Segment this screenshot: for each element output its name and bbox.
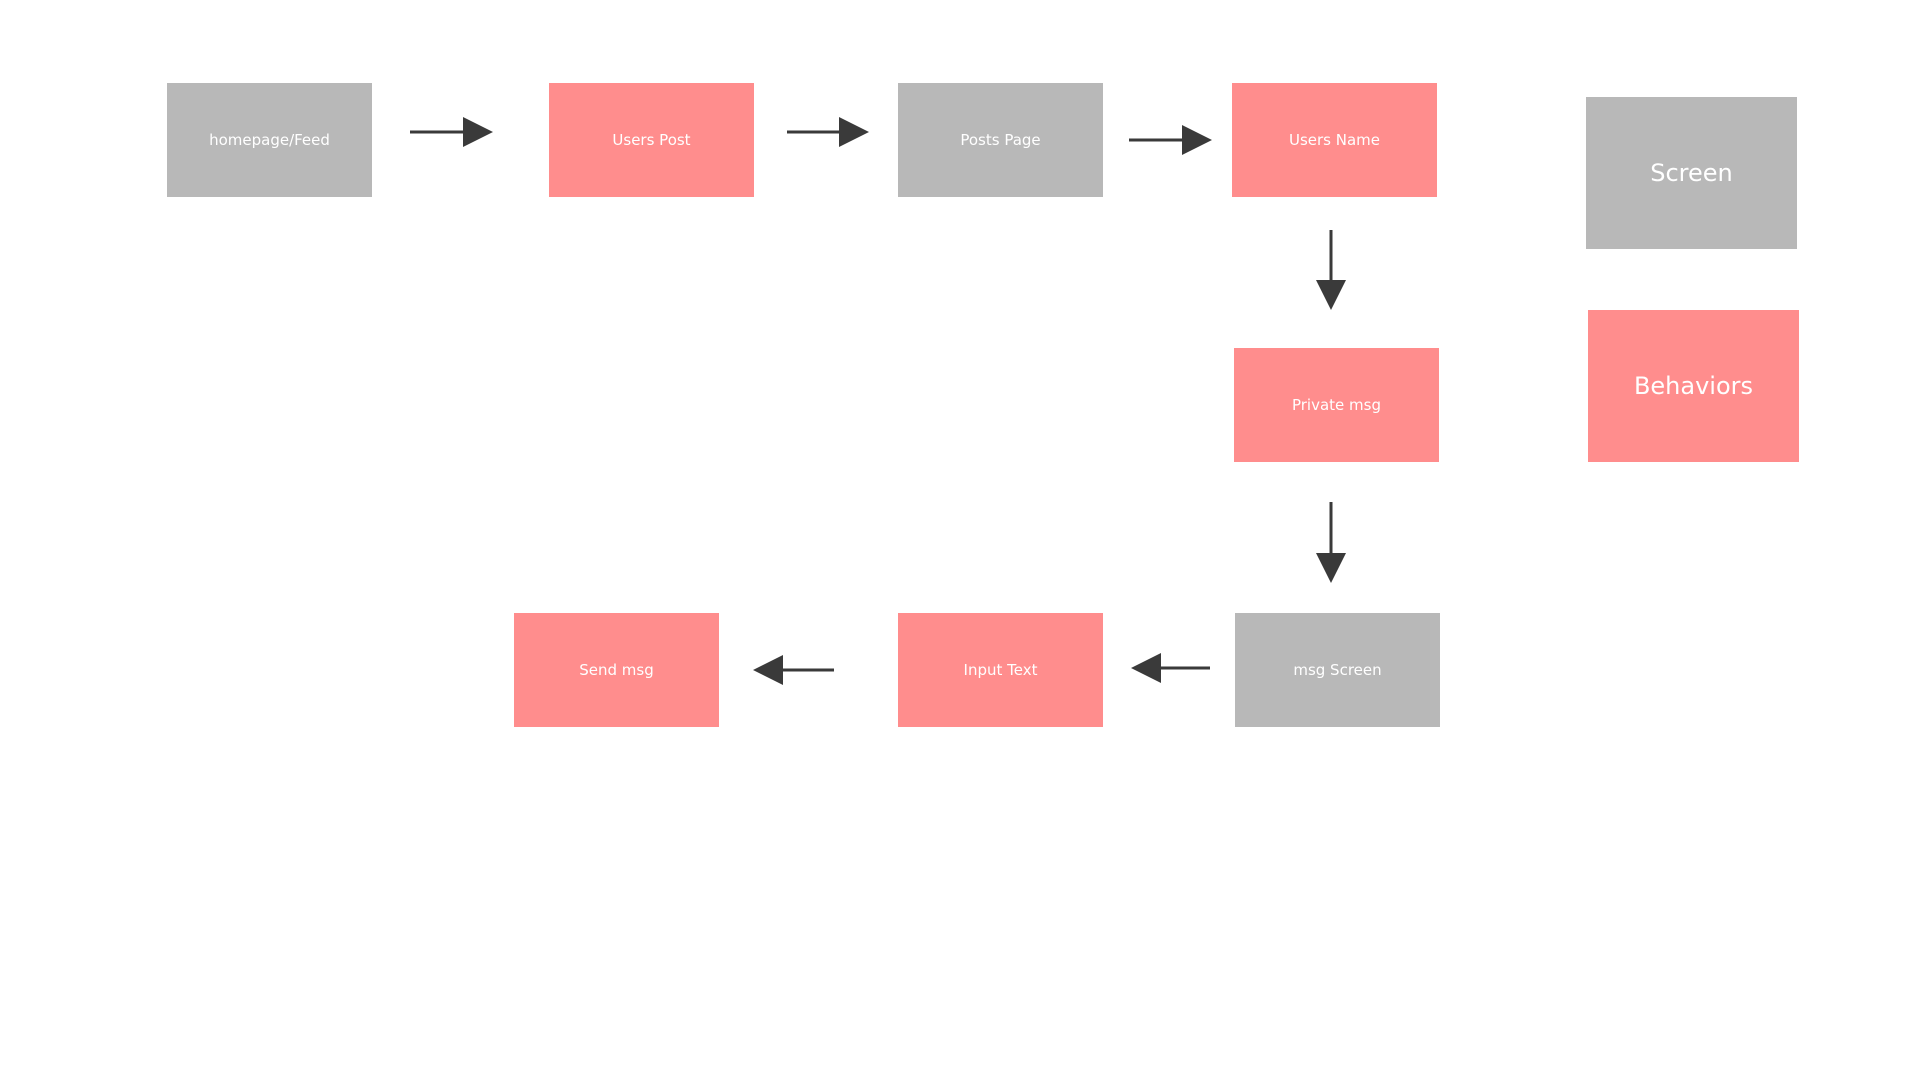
node-homepage-feed: homepage/Feed	[167, 83, 372, 197]
node-send-msg: Send msg	[514, 613, 719, 727]
node-private-msg: Private msg	[1234, 348, 1439, 462]
legend-screen: Screen	[1586, 97, 1797, 249]
node-label: Send msg	[579, 661, 654, 679]
node-label: Users Name	[1288, 131, 1381, 149]
node-label: homepage/Feed	[209, 131, 330, 149]
node-users-name: Users Name	[1232, 83, 1437, 197]
node-input-text: Input Text	[898, 613, 1103, 727]
node-label: Users Post	[612, 131, 691, 149]
node-posts-page: Posts Page	[898, 83, 1103, 197]
node-label: Input Text	[963, 661, 1038, 679]
legend-behaviors-label: Behaviors	[1633, 372, 1754, 400]
node-msg-screen: msg Screen	[1235, 613, 1440, 727]
legend-behaviors: Behaviors	[1588, 310, 1799, 462]
node-label: msg Screen	[1293, 661, 1382, 679]
node-label: Posts Page	[960, 131, 1041, 149]
node-label: Private msg	[1291, 396, 1381, 414]
legend-screen-label: Screen	[1650, 159, 1733, 187]
node-users-post: Users Post	[549, 83, 754, 197]
